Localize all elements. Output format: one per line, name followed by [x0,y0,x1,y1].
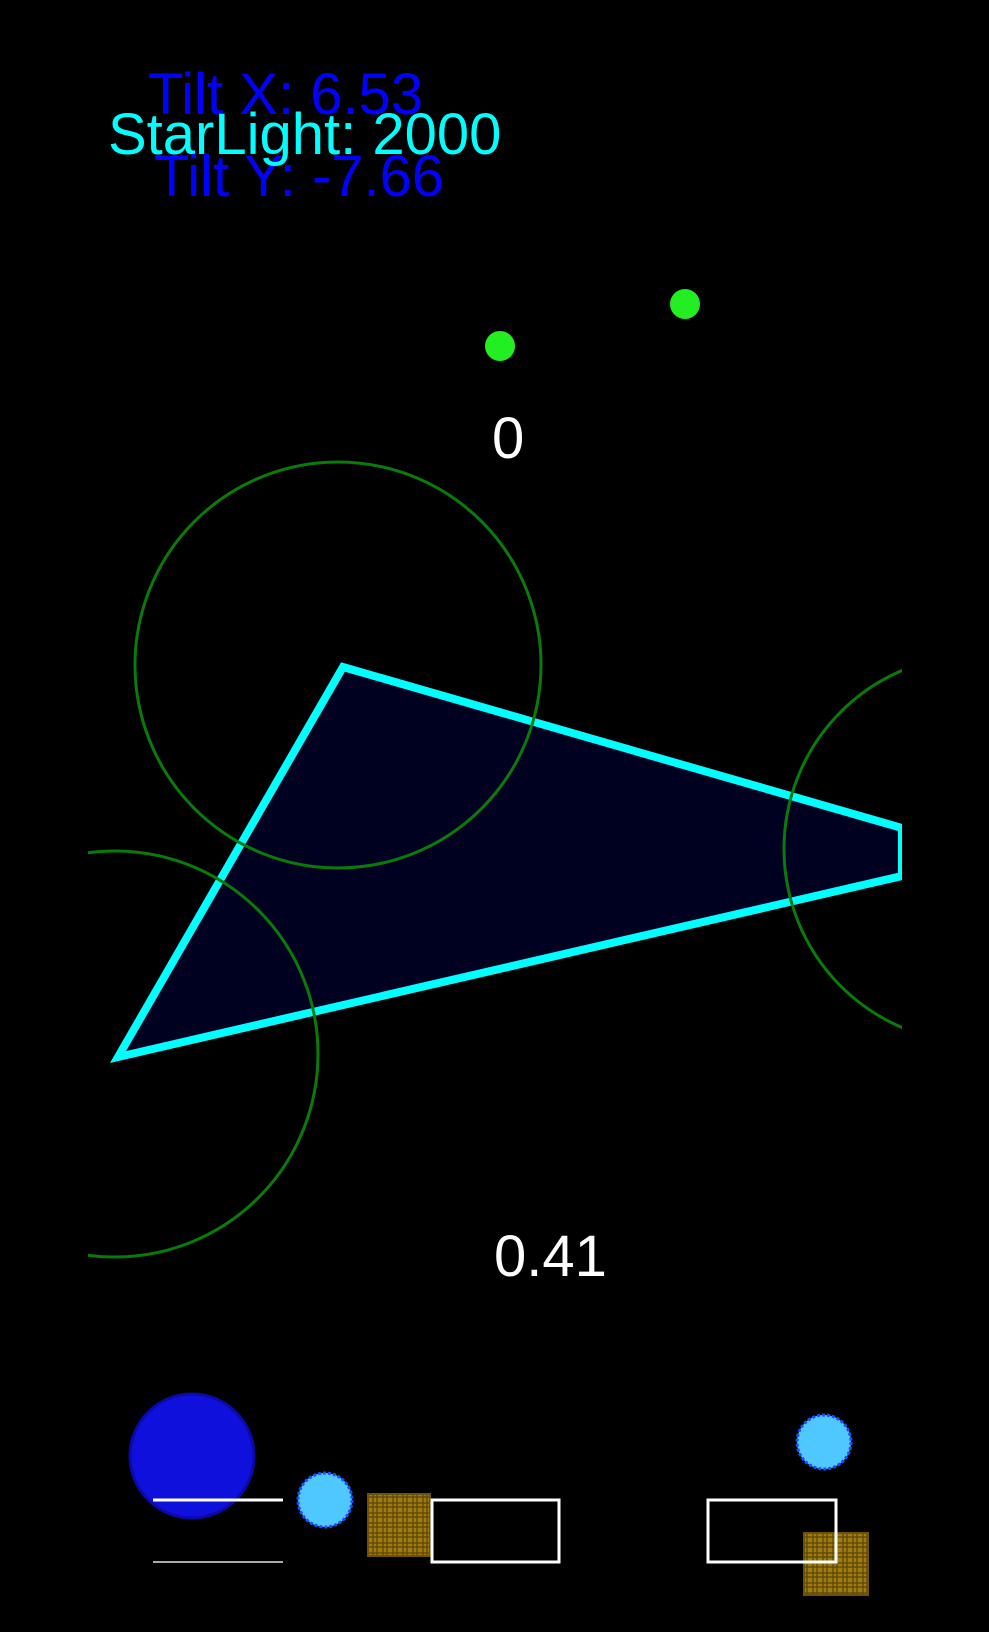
player-orb[interactable] [128,1392,256,1520]
green-star[interactable] [670,289,700,319]
triangle-platform [109,662,902,1063]
starlight-counter: StarLight: 2000 [108,102,502,167]
crate[interactable] [367,1493,431,1557]
tilt-x-readout: Tilt X: 6.53 [148,62,424,127]
pad[interactable] [153,1498,283,1563]
orbit-ring [88,849,320,1259]
light-orb[interactable] [296,1471,354,1529]
bottom-counter: 0.41 [494,1224,607,1289]
light-orb[interactable] [795,1413,853,1471]
pad[interactable] [706,1498,838,1564]
tilt-y-readout: Tilt Y: -7.66 [154,144,445,209]
orbit-ring [782,668,902,1030]
green-star[interactable] [485,331,515,361]
orbit-ring [133,460,543,870]
top-counter: 0 [492,406,525,471]
pad[interactable] [430,1498,561,1564]
